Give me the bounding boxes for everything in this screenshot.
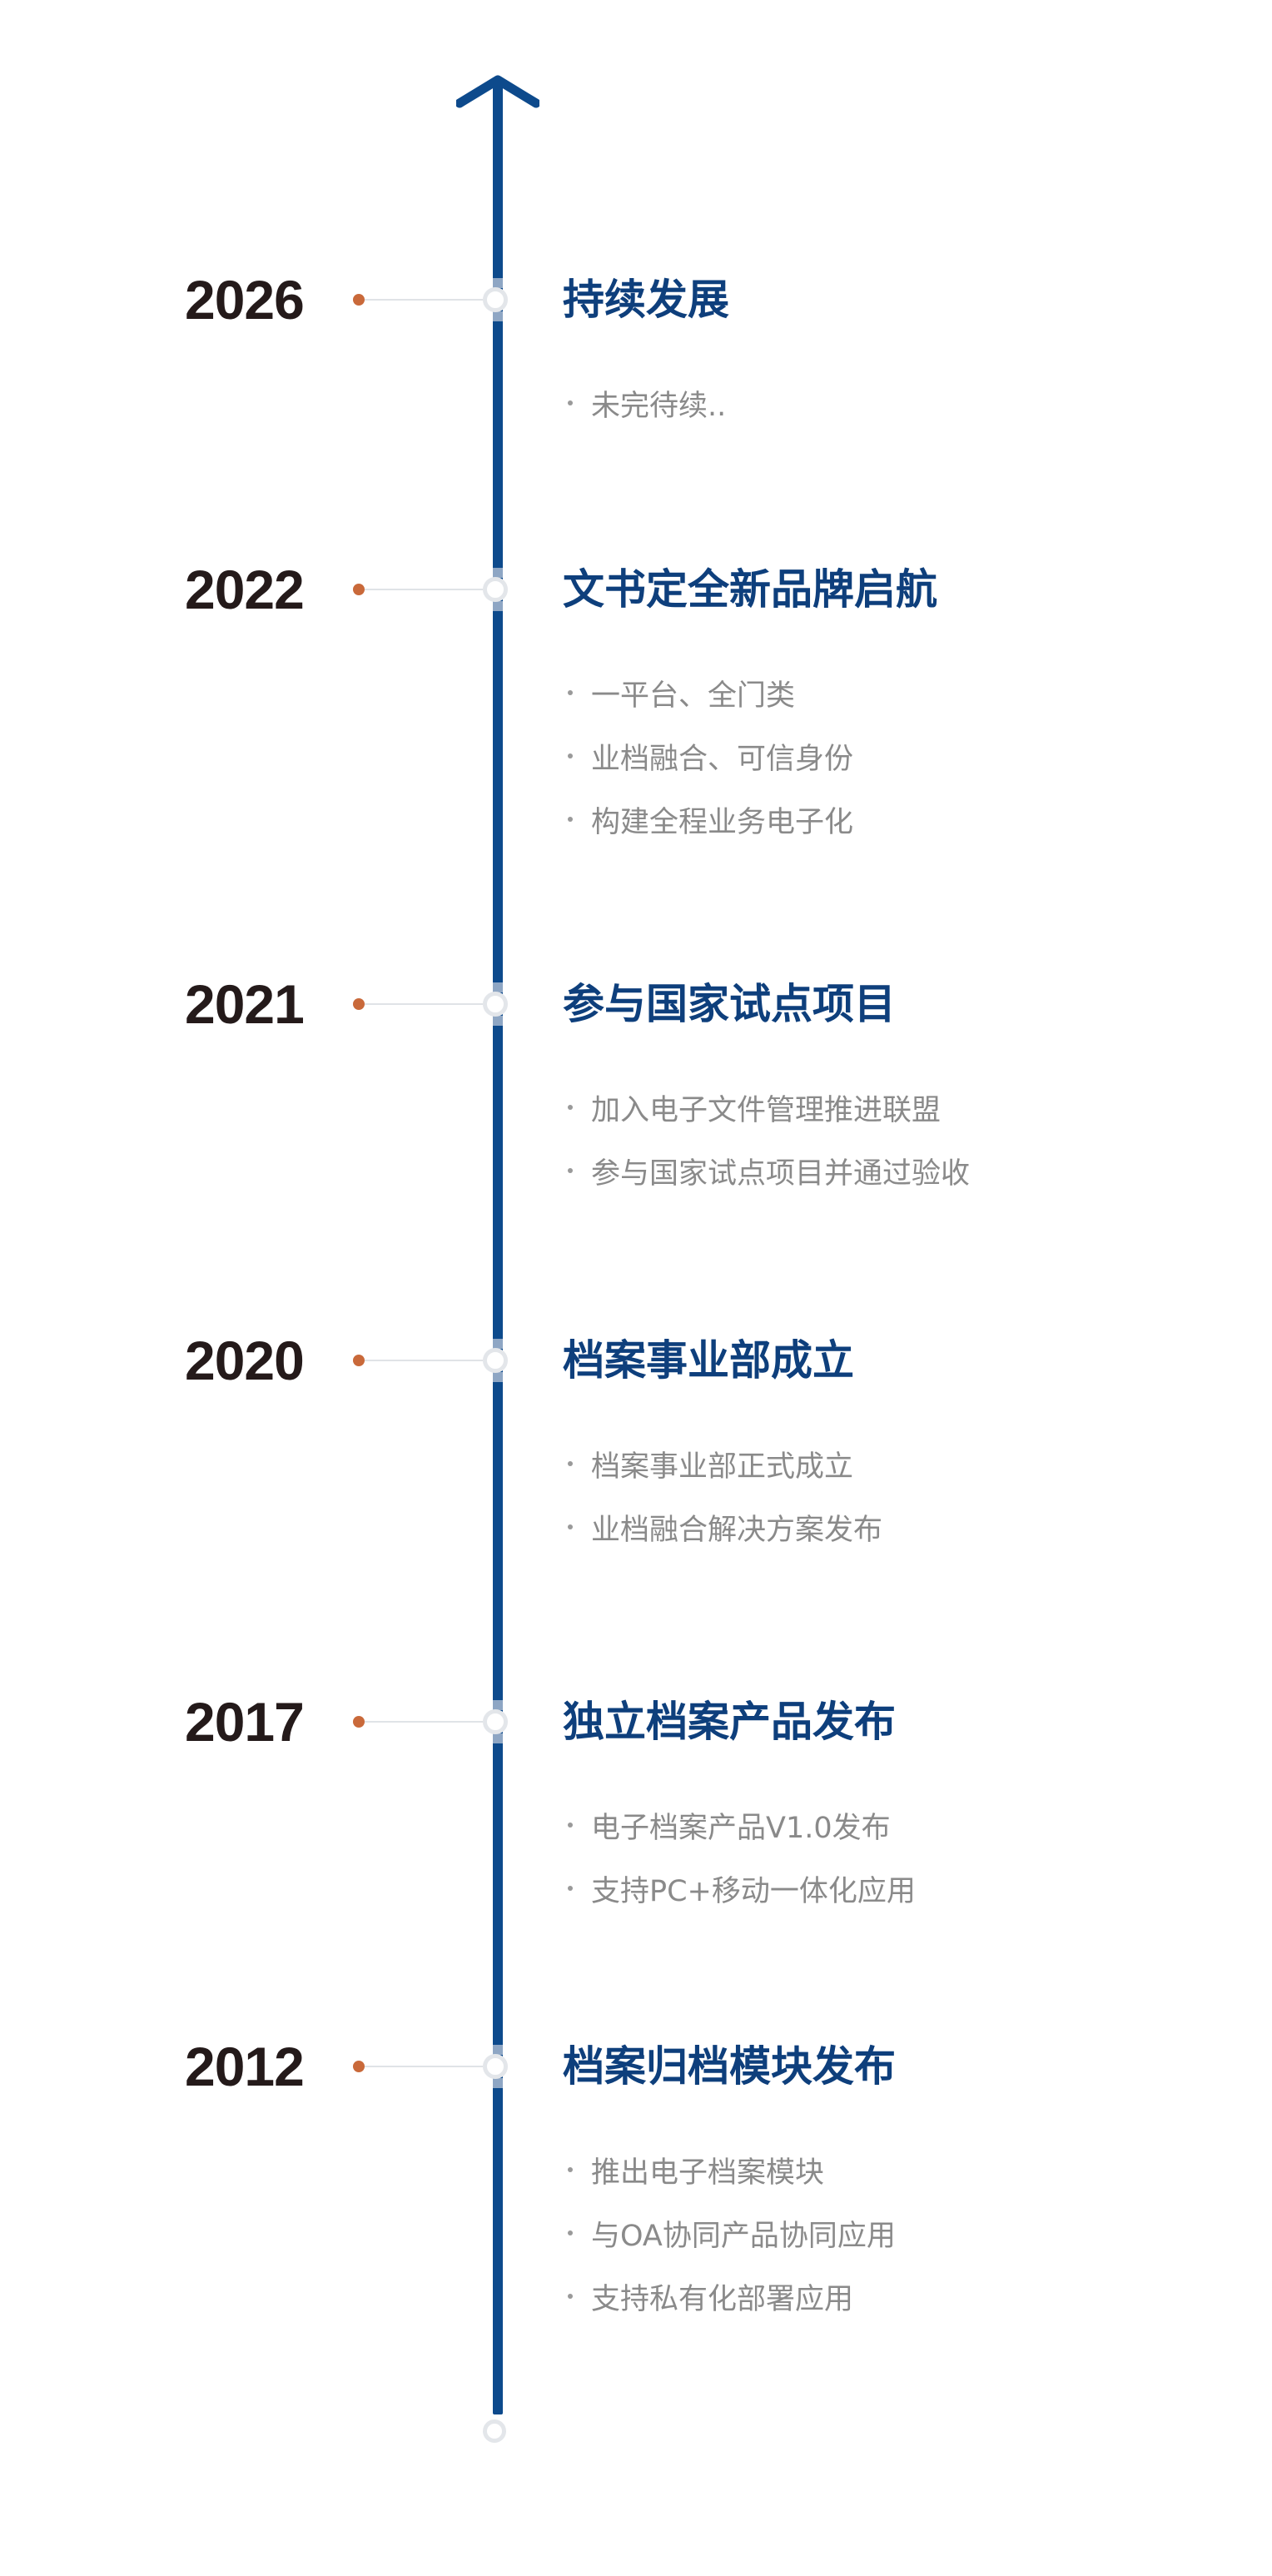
bullet-dot-icon [568, 1168, 573, 1173]
entry-year: 2012 [185, 2036, 305, 2097]
node-stem [493, 1733, 503, 1743]
node-stem [493, 2078, 503, 2088]
list-item: 支持PC+移动一体化应用 [563, 1857, 916, 1920]
list-item: 构建全程业务电子化 [563, 788, 853, 851]
list-item: 业档融合解决方案发布 [563, 1495, 882, 1559]
entry-year: 2020 [185, 1330, 305, 1391]
bullet-text: 构建全程业务电子化 [591, 805, 854, 839]
node-stem [493, 1339, 503, 1349]
entry-title: 文书定全新品牌启航 [563, 565, 937, 614]
list-item: 参与国家试点项目并通过验收 [563, 1139, 970, 1202]
node-stem [493, 1016, 503, 1026]
entry-year: 2017 [185, 1691, 305, 1753]
entry-bullets: 加入电子文件管理推进联盟 参与国家试点项目并通过验收 [563, 1076, 970, 1202]
node-stem [493, 601, 503, 611]
bullet-dot-icon [568, 2294, 573, 2299]
bullet-text: 加入电子文件管理推进联盟 [591, 1093, 942, 1127]
entry-year: 2021 [185, 973, 305, 1035]
entry-connector [365, 589, 483, 590]
bullet-dot-icon [568, 817, 573, 822]
bullet-text: 业档融合解决方案发布 [591, 1513, 883, 1547]
year-dot [353, 2061, 365, 2072]
year-dot [353, 1355, 365, 1366]
timeline-axis [493, 83, 503, 2414]
year-dot [353, 1716, 365, 1728]
bullet-text: 一平台、全门类 [591, 679, 796, 713]
timeline-entry: 2017 独立档案产品发布 电子档案产品V1.0发布 支持PC+移动一体化应用 [0, 1691, 1272, 1908]
timeline-entry: 2026 持续发展 未完待续.. [0, 269, 1272, 423]
node-stem [493, 1372, 503, 1382]
list-item: 推出电子档案模块 [563, 2138, 896, 2201]
bullet-dot-icon [568, 1886, 573, 1891]
entry-title: 参与国家试点项目 [563, 980, 896, 1028]
entry-connector [365, 1360, 483, 1361]
timeline-entry: 2020 档案事业部成立 档案事业部正式成立 业档融合解决方案发布 [0, 1330, 1272, 1547]
year-dot [353, 584, 365, 595]
bullet-text: 未完待续.. [591, 389, 727, 423]
entry-bullets: 一平台、全门类 业档融合、可信身份 构建全程业务电子化 [563, 661, 853, 851]
list-item: 业档融合、可信身份 [563, 724, 853, 788]
entry-connector [365, 299, 483, 301]
node-stem [493, 311, 503, 321]
entry-bullets: 未完待续.. [563, 371, 726, 435]
bullet-text: 电子档案产品V1.0发布 [591, 1811, 891, 1845]
timeline-node [483, 1709, 508, 1734]
timeline-entry: 2021 参与国家试点项目 加入电子文件管理推进联盟 参与国家试点项目并通过验收 [0, 973, 1272, 1191]
year-dot [353, 998, 365, 1010]
timeline-node [483, 992, 508, 1017]
list-item: 一平台、全门类 [563, 661, 853, 724]
entry-connector [365, 1003, 483, 1005]
bullet-dot-icon [568, 690, 573, 695]
node-stem [493, 568, 503, 578]
timeline-entry: 2012 档案归档模块发布 推出电子档案模块 与OA协同产品协同应用 支持私有化… [0, 2036, 1272, 2316]
timeline-end-node [483, 2419, 506, 2443]
bullet-text: 推出电子档案模块 [591, 2156, 825, 2190]
bullet-text: 支持PC+移动一体化应用 [591, 1874, 916, 1908]
bullet-dot-icon [568, 753, 573, 758]
bullet-dot-icon [568, 1461, 573, 1466]
bullet-dot-icon [568, 400, 573, 405]
list-item: 支持私有化部署应用 [563, 2265, 896, 2328]
bullet-dot-icon [568, 1823, 573, 1828]
bullet-text: 参与国家试点项目并通过验收 [591, 1156, 971, 1191]
timeline-node [483, 287, 508, 312]
bullet-dot-icon [568, 2167, 573, 2172]
entry-title: 档案事业部成立 [563, 1336, 854, 1385]
bullet-text: 业档融合、可信身份 [591, 742, 854, 776]
entry-connector [365, 2066, 483, 2067]
entry-title: 档案归档模块发布 [563, 2042, 896, 2091]
node-stem [493, 278, 503, 288]
entry-year: 2022 [185, 559, 305, 620]
bullet-dot-icon [568, 1524, 573, 1529]
bullet-dot-icon [568, 2230, 573, 2235]
entry-bullets: 推出电子档案模块 与OA协同产品协同应用 支持私有化部署应用 [563, 2138, 896, 2328]
bullet-text: 支持私有化部署应用 [591, 2282, 854, 2316]
list-item: 与OA协同产品协同应用 [563, 2201, 896, 2265]
bullet-text: 档案事业部正式成立 [591, 1450, 854, 1484]
list-item: 档案事业部正式成立 [563, 1432, 882, 1495]
timeline-entry: 2022 文书定全新品牌启航 一平台、全门类 业档融合、可信身份 构建全程业务电… [0, 559, 1272, 839]
entry-connector [365, 1721, 483, 1723]
node-stem [493, 1700, 503, 1710]
timeline-node [483, 577, 508, 602]
entry-bullets: 档案事业部正式成立 业档融合解决方案发布 [563, 1432, 882, 1559]
bullet-text: 与OA协同产品协同应用 [591, 2219, 896, 2253]
list-item: 电子档案产品V1.0发布 [563, 1793, 916, 1857]
node-stem [493, 982, 503, 992]
timeline-node [483, 2054, 508, 2079]
year-dot [353, 294, 365, 306]
node-stem [493, 2045, 503, 2055]
arrow-up-icon [456, 75, 539, 108]
entry-year: 2026 [185, 269, 305, 331]
bullet-dot-icon [568, 1105, 573, 1110]
entry-title: 独立档案产品发布 [563, 1698, 896, 1746]
list-item: 加入电子文件管理推进联盟 [563, 1076, 970, 1139]
entry-title: 持续发展 [563, 276, 729, 324]
entry-bullets: 电子档案产品V1.0发布 支持PC+移动一体化应用 [563, 1793, 916, 1920]
list-item: 未完待续.. [563, 371, 726, 435]
timeline-node [483, 1348, 508, 1373]
